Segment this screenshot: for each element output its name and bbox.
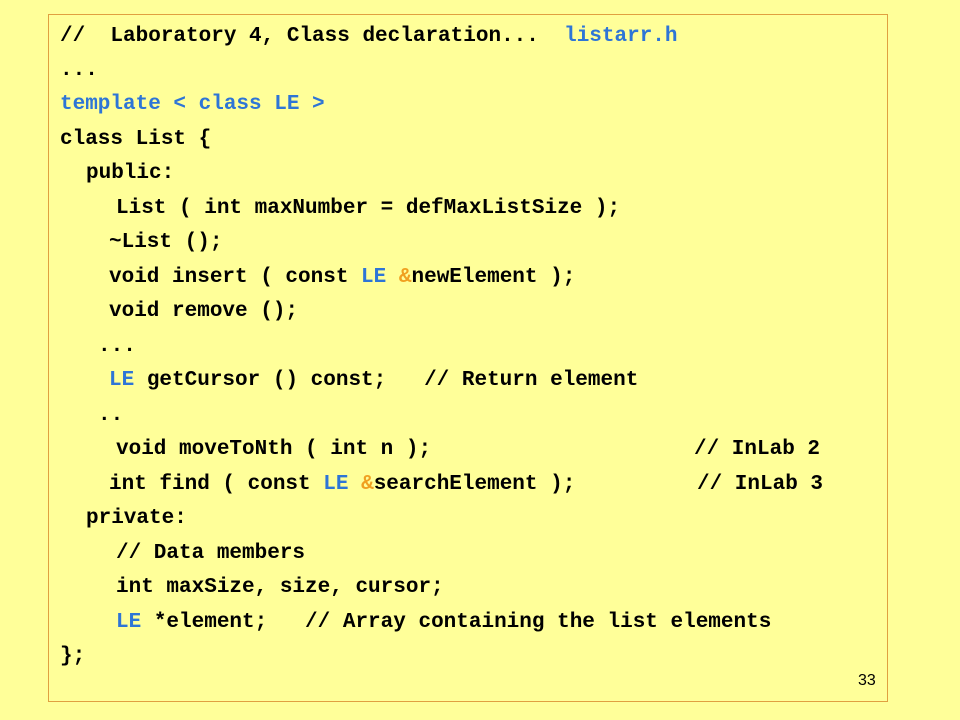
code-line-remove: void remove (); [109,300,299,323]
code-line-insert: void insert ( const LE &newElement ); [109,261,575,295]
getcursor-rest: getCursor () const; // Return element [134,369,639,392]
find-space [348,473,361,496]
code-line-ellipsis-3: .. [98,404,124,427]
code-line-public: public: [86,162,175,185]
find-comment: // InLab 3 [697,473,824,496]
insert-space [386,266,399,289]
code-line-private: private: [86,507,187,530]
find-prefix: int find ( const [109,473,324,496]
code-line-int-members: int maxSize, size, cursor; [116,576,444,599]
find-ampersand: & [361,473,374,496]
code-line-closing-brace: }; [60,645,86,668]
find-type-le: LE [323,473,349,496]
code-line-movetonth: void moveToNth ( int n ); [116,438,432,461]
code-line-data-members-comment: // Data members [116,542,306,565]
code-line-template: template < class LE > [60,93,325,116]
header-filename: listarr.h [564,25,678,48]
code-line-destructor: ~List (); [109,231,223,254]
code-line-find: int find ( const LE &searchElement ); [109,468,575,502]
header-comment: // Laboratory 4, Class declaration... [60,25,565,48]
code-line-ellipsis-2: ... [98,335,136,358]
code-line-getcursor: LE getCursor () const; // Return element [109,364,638,398]
element-rest: *element; // Array containing the list e… [141,611,772,634]
movetonth-comment: // InLab 2 [694,438,821,461]
insert-prefix: void insert ( const [109,266,362,289]
page-number: 33 [858,672,876,689]
code-line-ellipsis: ... [60,59,98,82]
code-line-header-comment: // Laboratory 4, Class declaration... li… [60,20,678,54]
element-type-le: LE [116,611,142,634]
code-line-constructor: List ( int maxNumber = defMaxListSize ); [116,197,621,220]
getcursor-type-le: LE [109,369,135,392]
code-box: // Laboratory 4, Class declaration... li… [48,14,888,702]
code-line-class-decl: class List { [60,128,212,151]
insert-suffix: newElement ); [411,266,576,289]
find-suffix: searchElement ); [373,473,576,496]
insert-ampersand: & [398,266,412,289]
insert-type-le: LE [361,266,387,289]
code-line-element: LE *element; // Array containing the lis… [116,606,771,640]
